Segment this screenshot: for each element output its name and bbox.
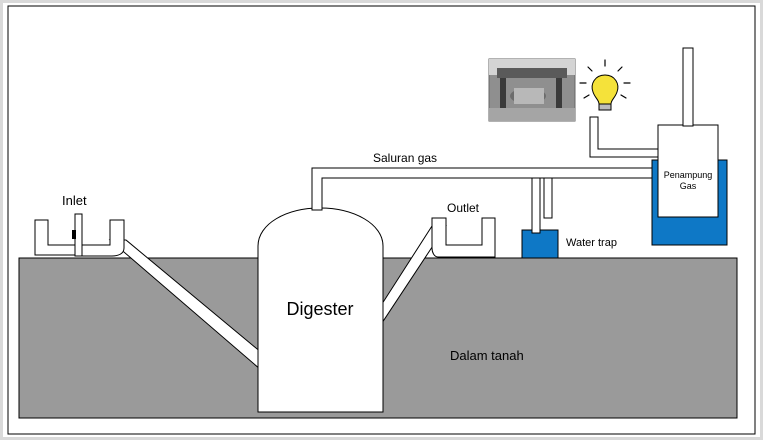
underground-label: Dalam tanah: [450, 348, 524, 363]
gas-stove-photo: [488, 58, 576, 122]
gas-holder-vent: [682, 47, 694, 127]
gas-holder-drum: [657, 124, 719, 218]
digester-label: Digester: [286, 299, 353, 319]
water-trap-riser-left: [531, 177, 541, 234]
water-trap-label: Water trap: [566, 237, 617, 249]
gas-holder-label-2: Gas: [680, 181, 697, 191]
water-trap-tank: [521, 229, 559, 259]
inlet-divider: [74, 213, 83, 257]
gas-line-label: Saluran gas: [373, 151, 437, 165]
outlet-label: Outlet: [447, 201, 480, 215]
outlet-tank: [431, 217, 496, 258]
light-bulb-icon: [579, 59, 631, 111]
water-trap-riser-right: [543, 177, 553, 219]
gas-holder-label-1: Penampung: [664, 170, 713, 180]
inlet-label: Inlet: [62, 193, 87, 208]
inlet-tank-right: [81, 219, 125, 257]
lamp-supply-pipe: [589, 116, 659, 158]
inlet-valve: [72, 230, 76, 239]
